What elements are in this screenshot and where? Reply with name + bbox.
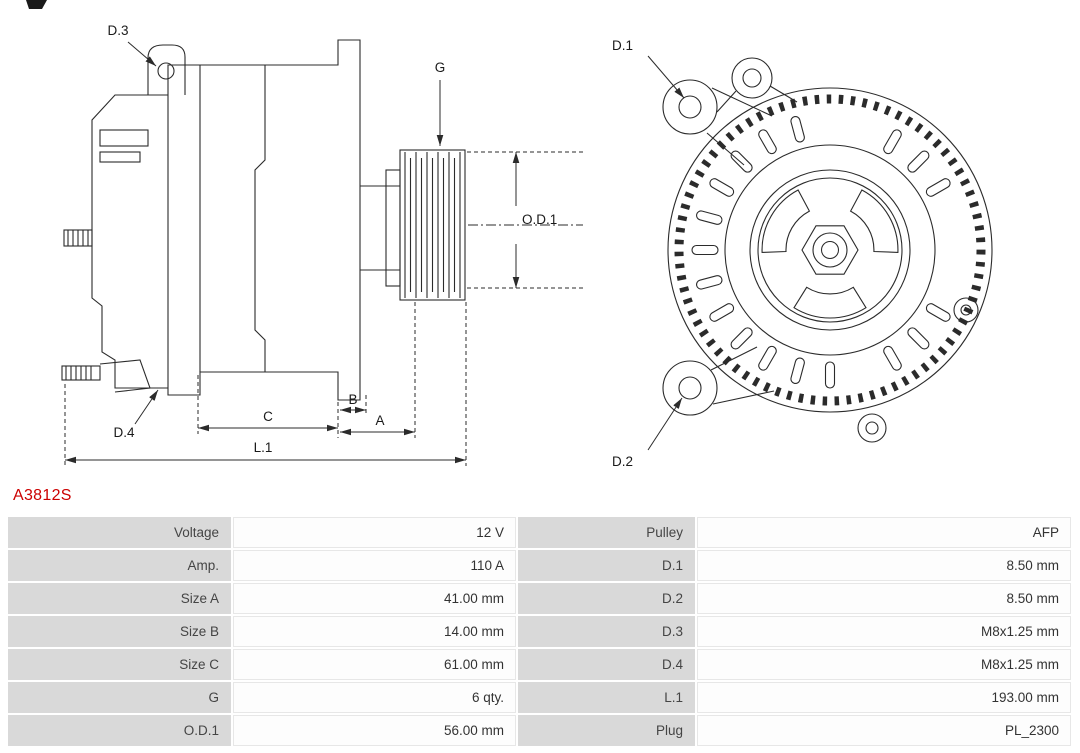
spec-label: Amp.: [8, 550, 231, 581]
spec-value: 193.00 mm: [697, 682, 1071, 713]
part-number: A3812S: [13, 487, 72, 504]
spec-label: L.1: [518, 682, 695, 713]
spec-value: M8x1.25 mm: [697, 649, 1071, 680]
rear-view-dimensions: [647, 55, 685, 451]
label-c: C: [263, 409, 273, 424]
spec-value: PL_2300: [697, 715, 1071, 746]
spec-table: Voltage 12 V Pulley AFP Amp. 110 A D.1 8…: [8, 517, 1071, 746]
spec-value: M8x1.25 mm: [697, 616, 1071, 647]
spec-label: Size A: [8, 583, 231, 614]
label-b: B: [348, 392, 357, 407]
mounting-ear-d2: [662, 360, 718, 416]
spec-value: 14.00 mm: [233, 616, 516, 647]
spec-label: Plug: [518, 715, 695, 746]
side-view-dimensions: [64, 41, 585, 466]
spec-value: 110 A: [233, 550, 516, 581]
spec-label: D.2: [518, 583, 695, 614]
spec-label: G: [8, 682, 231, 713]
spec-value: 61.00 mm: [233, 649, 516, 680]
spec-label: D.3: [518, 616, 695, 647]
spec-label: O.D.1: [8, 715, 231, 746]
label-g: G: [435, 60, 446, 75]
rear-view-labels: D.1 D.2: [612, 38, 633, 469]
mounting-ear-d1: [662, 79, 718, 135]
rear-view-pulley: [749, 169, 911, 331]
spec-value: 8.50 mm: [697, 550, 1071, 581]
label-d4: D.4: [113, 425, 135, 440]
spec-label: Voltage: [8, 517, 231, 548]
side-view-labels: D.3 G O.D.1 D.4 B C A L.1: [107, 23, 557, 455]
side-view: D.3 G O.D.1 D.4 B C A L.1: [61, 23, 585, 466]
spec-label: D.4: [518, 649, 695, 680]
rear-view: D.1 D.2: [612, 38, 993, 469]
spec-value: 6 qty.: [233, 682, 516, 713]
spec-label: Size C: [8, 649, 231, 680]
label-l1: L.1: [254, 440, 273, 455]
spec-label: Size B: [8, 616, 231, 647]
label-d2: D.2: [612, 454, 633, 469]
label-d1: D.1: [612, 38, 633, 53]
label-a: A: [375, 413, 384, 428]
shaft-nut: [801, 225, 859, 275]
label-d3: D.3: [107, 23, 128, 38]
spec-label: Pulley: [518, 517, 695, 548]
spec-label: D.1: [518, 550, 695, 581]
side-view-body: [61, 39, 361, 401]
spec-value: 56.00 mm: [233, 715, 516, 746]
spec-value: AFP: [697, 517, 1071, 548]
rear-view-housing: [662, 57, 993, 443]
logo-fragment: [26, 0, 47, 9]
spec-value: 41.00 mm: [233, 583, 516, 614]
spec-value: 12 V: [233, 517, 516, 548]
alternator-technical-drawing: D.3 G O.D.1 D.4 B C A L.1: [26, 0, 993, 469]
label-od1: O.D.1: [522, 212, 557, 227]
ear-hole-d3: [157, 62, 175, 80]
side-view-shaft: [360, 169, 401, 287]
side-view-pulley: [399, 149, 466, 301]
spec-value: 8.50 mm: [697, 583, 1071, 614]
